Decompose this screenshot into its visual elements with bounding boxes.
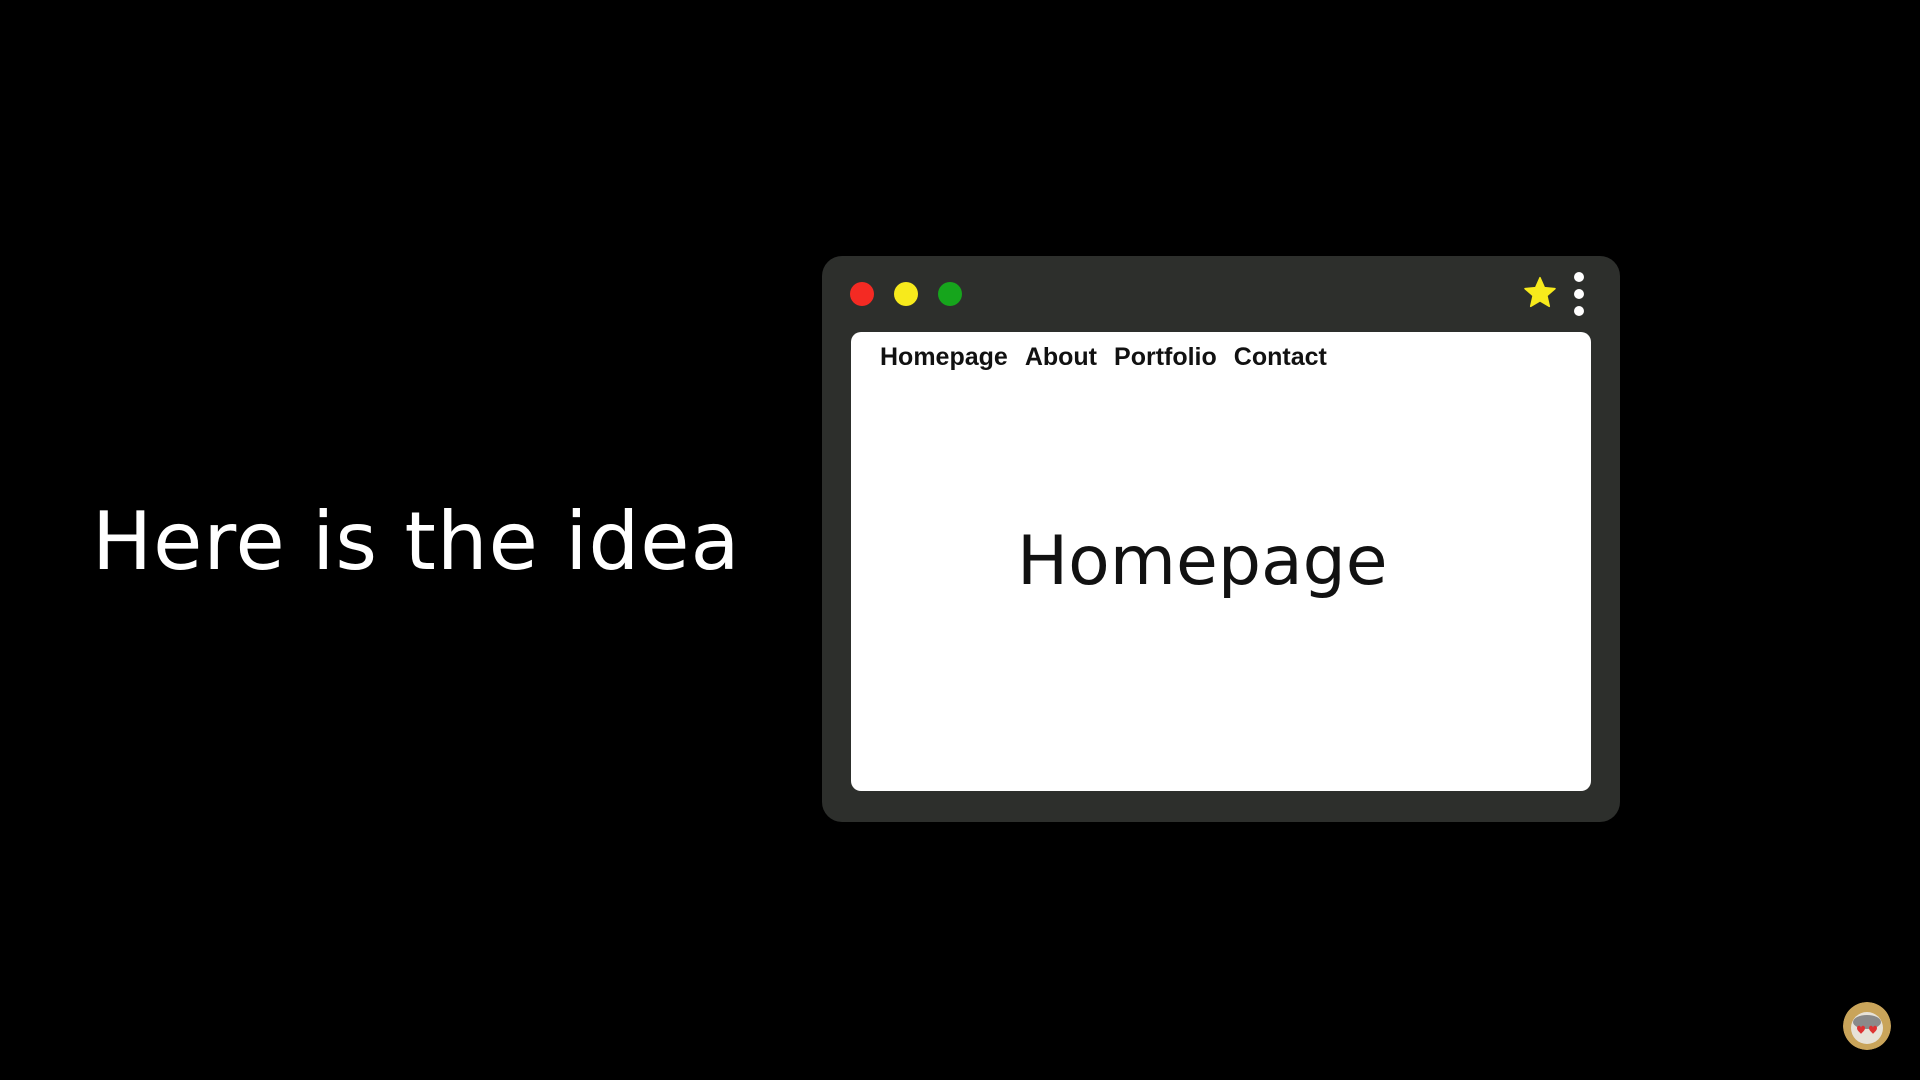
star-icon <box>1524 276 1556 308</box>
channel-avatar-icon[interactable] <box>1843 1002 1891 1050</box>
nav-link-about[interactable]: About <box>1024 343 1098 371</box>
close-dot-icon <box>850 282 874 306</box>
slide-headline: Here is the idea <box>92 495 741 588</box>
page-heading: Homepage <box>1017 522 1388 601</box>
browser-viewport <box>851 332 1591 791</box>
nav-link-portfolio[interactable]: Portfolio <box>1114 343 1217 371</box>
maximize-dot-icon <box>938 282 962 306</box>
kebab-menu-icon <box>1572 270 1586 318</box>
site-nav: Homepage About Portfolio Contact <box>880 343 1327 372</box>
nav-link-homepage[interactable]: Homepage <box>880 343 1008 371</box>
minimize-dot-icon <box>894 282 918 306</box>
nav-link-contact[interactable]: Contact <box>1233 343 1327 371</box>
